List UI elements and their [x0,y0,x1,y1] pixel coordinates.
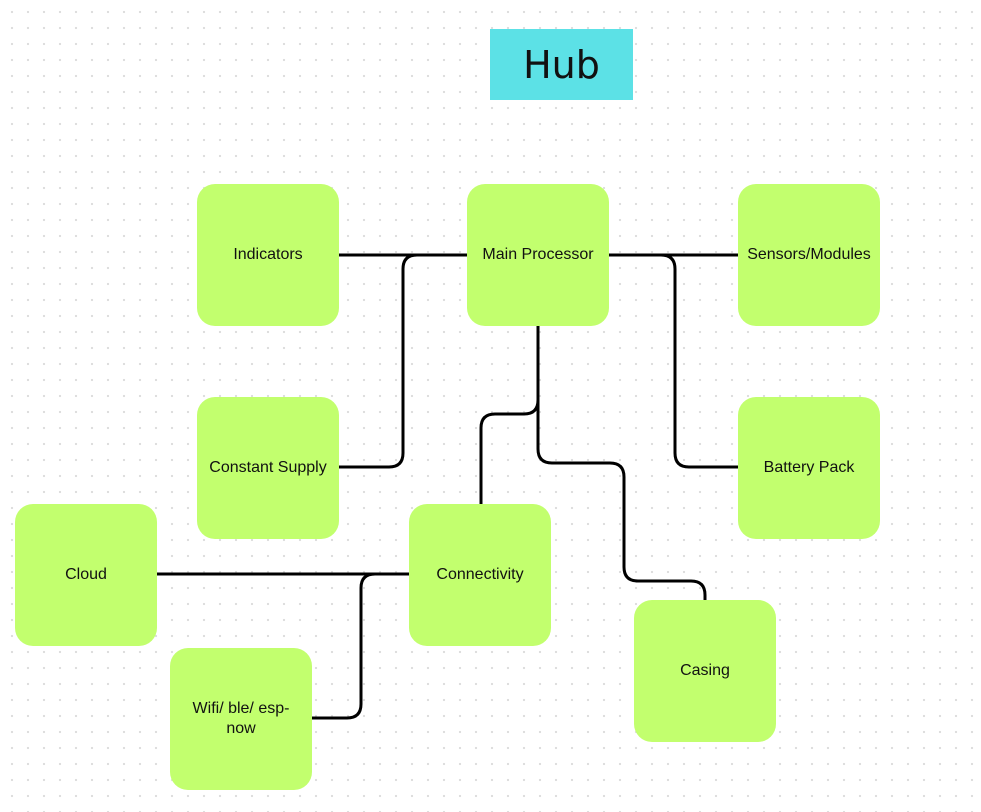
node-sensors-modules[interactable]: Sensors/Modules [738,184,880,326]
node-main-processor[interactable]: Main Processor [467,184,609,326]
node-label: Main Processor [482,246,594,263]
node-indicators[interactable]: Indicators [197,184,339,326]
hub-title: Hub [490,29,633,100]
node-label: Cloud [65,566,107,583]
link-main-processor-battery-pack [609,253,738,469]
node-connectivity[interactable]: Connectivity [409,504,551,646]
link-wifi-connectivity [311,572,410,720]
node-label: Casing [680,662,730,679]
node-label: Constant Supply [209,459,327,476]
node-label: Sensors/Modules [747,246,871,263]
node-battery-pack[interactable]: Battery Pack [738,397,880,539]
node-label: Battery Pack [763,459,855,476]
node-casing[interactable]: Casing [634,600,776,742]
link-constant-supply-main-processor [339,253,468,469]
node-wifi-ble-espnow[interactable]: Wifi/ ble/ esp-now [170,648,312,790]
node-label: Connectivity [436,566,524,583]
link-main-processor-connectivity [479,325,540,504]
node-label: Indicators [233,246,303,263]
node-constant-supply[interactable]: Constant Supply [197,397,339,539]
node-label: Wifi/ ble/ esp-now [192,700,290,737]
node-cloud[interactable]: Cloud [15,504,157,646]
link-main-processor-casing [536,325,707,601]
